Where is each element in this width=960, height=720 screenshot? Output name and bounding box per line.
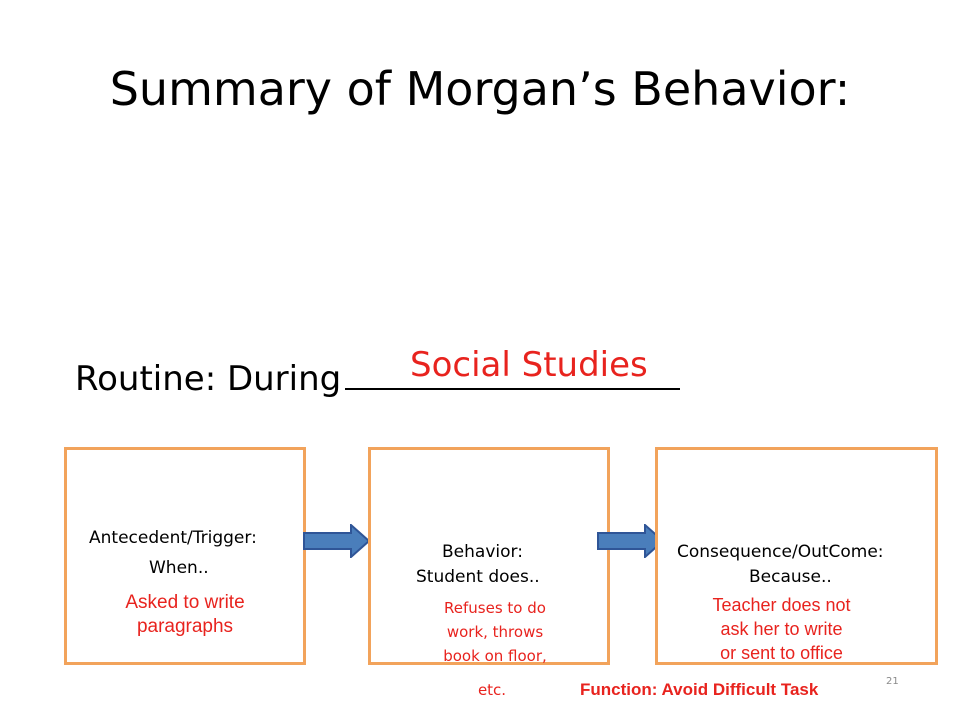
routine-label: Routine: During [75,359,342,399]
behavior-answer-line: book on floor, [443,647,547,665]
behavior-student-label: Student does.. [416,567,540,587]
slide-title: Summary of Morgan’s Behavior: [109,62,851,116]
behavior-answer-line: Refuses to do [444,599,546,617]
routine-line: Routine: During [75,356,681,399]
right-arrow-icon [303,524,371,558]
antecedent-label: Antecedent/Trigger: [89,528,257,548]
behavior-box: Behavior: Student does.. Refuses to do w… [368,447,610,665]
antecedent-answer-line: paragraphs [136,616,234,637]
antecedent-answer: Asked to write paragraphs [67,591,303,639]
behavior-label: Behavior: [442,542,523,562]
slide-number: 21 [886,676,899,687]
behavior-answer: Refuses to do work, throws book on floor… [377,596,613,668]
consequence-answer-line: Teacher does not [712,595,851,615]
consequence-answer-line: ask her to write [720,619,843,639]
consequence-answer: Teacher does not ask her to write or sen… [658,593,905,665]
antecedent-answer-line: Asked to write [125,592,245,613]
antecedent-box: Antecedent/Trigger: When.. Asked to writ… [64,447,306,665]
consequence-box: Consequence/OutCome: Because.. Teacher d… [655,447,938,665]
routine-blank [345,356,681,390]
consequence-because-label: Because.. [749,567,832,587]
consequence-answer-line: or sent to office [720,643,843,663]
behavior-answer-line: work, throws [446,623,544,641]
right-arrow-icon [597,524,665,558]
routine-answer: Social Studies [410,345,648,385]
function-statement: Function: Avoid Difficult Task [580,680,819,699]
consequence-label: Consequence/OutCome: [677,542,884,562]
behavior-answer-overflow: etc. [477,681,507,699]
antecedent-when-label: When.. [149,558,209,578]
